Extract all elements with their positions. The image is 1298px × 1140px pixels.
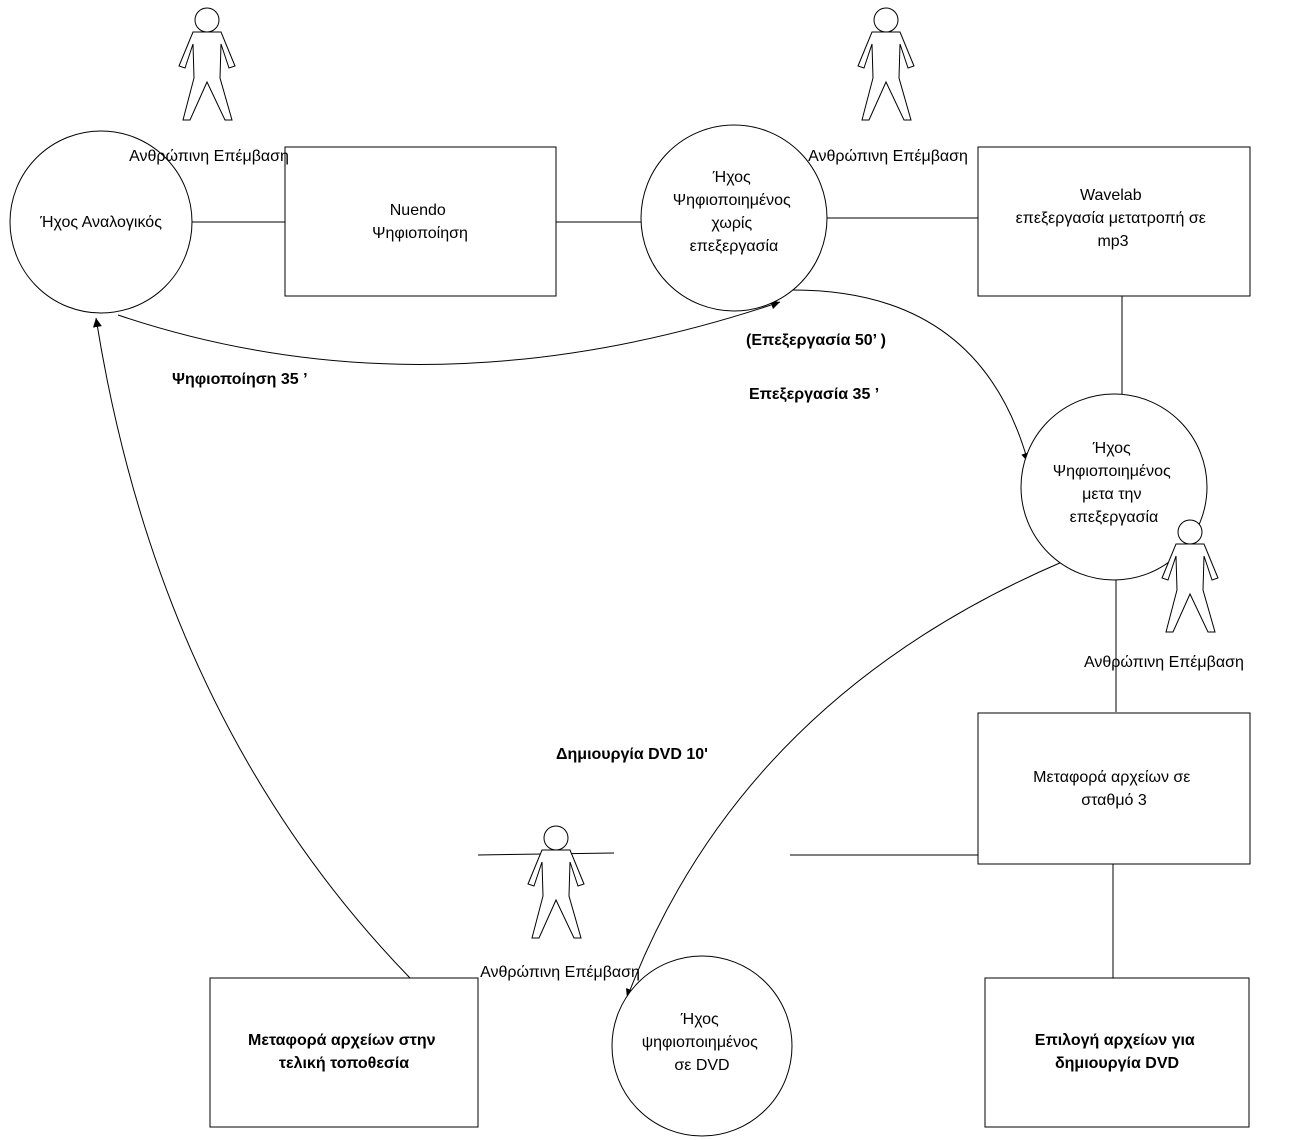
- raw-digital-label: Ήχος Ψηφιοποιημένος χωρίς επεξεργασία: [673, 169, 795, 255]
- person-icon-3: [1161, 519, 1219, 633]
- select-files-box: [984, 977, 1250, 1128]
- edge-label-processing-35: Επεξεργασία 35 ’: [749, 386, 879, 403]
- person-icon-1: [178, 7, 236, 121]
- transfer-final-label: Μεταφορά αρχείων στην τελική τοποθεσία: [248, 1032, 440, 1072]
- edge-label-processing-50: (Επεξεργασία 50’ ): [746, 332, 886, 349]
- select-files-label: Επιλογή αρχείων για δημιουργία DVD: [1035, 1032, 1199, 1072]
- dvd-sound-label: Ήχος ψηφιοποιημένος σε DVD: [642, 1011, 762, 1074]
- actor-label-3: Ανθρώπινη Επέμβαση: [1084, 654, 1244, 671]
- edge-label-dvd-creation: Δημιουργία DVD 10': [556, 746, 708, 763]
- edge-label-digitization: Ψηφιοποίηση 35 ’: [172, 371, 308, 388]
- wavelab-label: Wavelab επεξεργασία μετατροπή σε mp3: [1016, 187, 1211, 250]
- processed-digital-circle: [1020, 393, 1208, 581]
- transfer-final-box: [209, 977, 479, 1128]
- wavelab-box: [977, 146, 1251, 297]
- arrow-digitization: [117, 300, 781, 365]
- actor-label-1: Ανθρώπινη Επέμβαση: [129, 148, 289, 165]
- nuendo-label: Nuendo Ψηφιοποίηση: [372, 202, 468, 242]
- arrow-dvd-creation: [625, 561, 1063, 999]
- actor-label-4: Ανθρώπινη Επέμβαση: [480, 964, 640, 981]
- analog-sound-circle: [9, 130, 193, 314]
- person-icon-4: [527, 825, 585, 939]
- analog-sound-label: Ήχος Αναλογικός: [39, 214, 162, 231]
- nuendo-box: [284, 146, 557, 297]
- raw-digital-circle: [640, 124, 828, 312]
- dvd-sound-circle: [611, 955, 793, 1137]
- processed-digital-label: Ήχος Ψηφιοποιημένος μετα την επεξεργασία: [1053, 440, 1175, 526]
- transfer-station-label: Μεταφορά αρχείων σε σταθμό 3: [1033, 769, 1195, 809]
- actor-label-2: Ανθρώπινη Επέμβαση: [808, 148, 968, 165]
- person-icon-2: [857, 7, 915, 121]
- transfer-station-box: [977, 712, 1251, 865]
- arrow-processing: [792, 289, 1030, 463]
- arrow-final-analog: [92, 317, 411, 979]
